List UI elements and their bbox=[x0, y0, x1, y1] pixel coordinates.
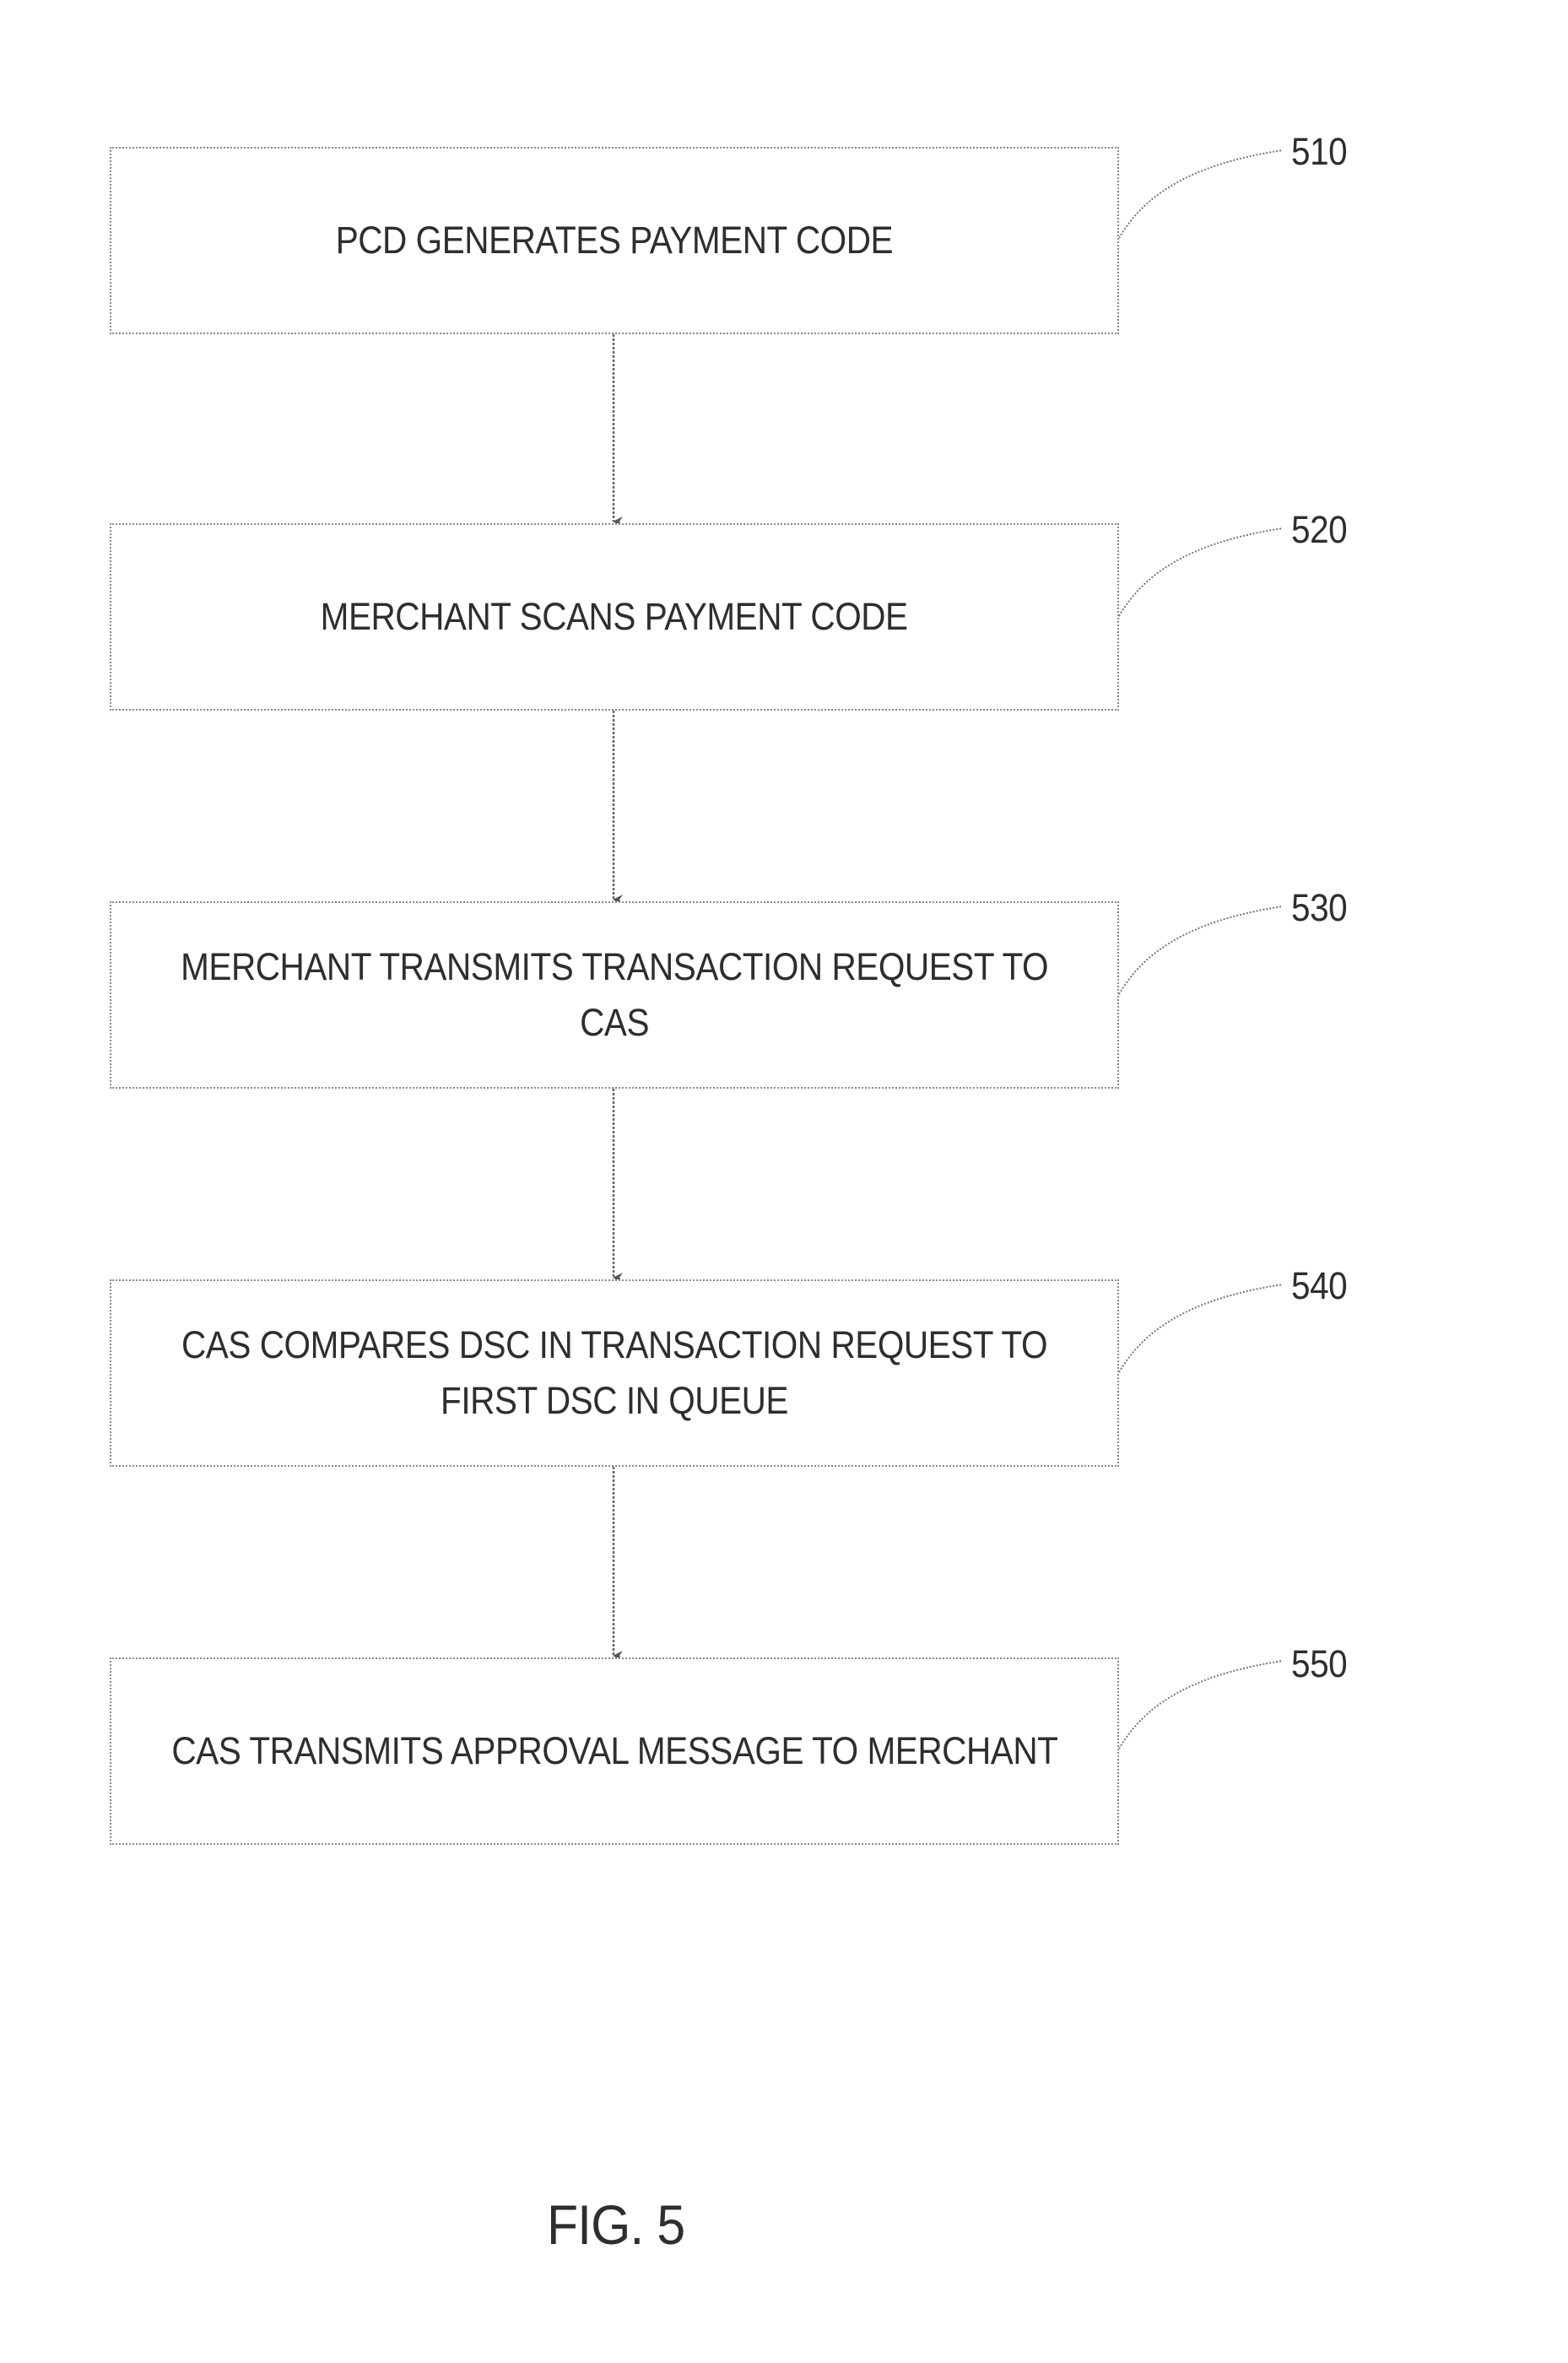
ref-label-510: 510 bbox=[1291, 130, 1347, 174]
step-text-510: PCD GENERATES PAYMENT CODE bbox=[336, 213, 893, 268]
ref-label-550: 550 bbox=[1291, 1642, 1347, 1686]
ref-label-520: 520 bbox=[1291, 508, 1347, 552]
step-box-550: CAS TRANSMITS APPROVAL MESSAGE TO MERCHA… bbox=[110, 1657, 1119, 1845]
step-box-520: MERCHANT SCANS PAYMENT CODE bbox=[110, 523, 1119, 711]
leader-line-510 bbox=[1119, 150, 1283, 238]
step-text-530: MERCHANT TRANSMITS TRANSACTION REQUEST T… bbox=[181, 939, 1048, 1051]
step-text-540: CAS COMPARES DSC IN TRANSACTION REQUEST … bbox=[181, 1317, 1047, 1429]
step-box-540: CAS COMPARES DSC IN TRANSACTION REQUEST … bbox=[110, 1279, 1119, 1467]
ref-label-530: 530 bbox=[1291, 886, 1347, 930]
leader-line-520 bbox=[1119, 528, 1283, 616]
step-text-550: CAS TRANSMITS APPROVAL MESSAGE TO MERCHA… bbox=[171, 1723, 1057, 1779]
step-text-520: MERCHANT SCANS PAYMENT CODE bbox=[321, 589, 908, 645]
figure-caption: FIG. 5 bbox=[547, 2193, 684, 2257]
step-box-530: MERCHANT TRANSMITS TRANSACTION REQUEST T… bbox=[110, 901, 1119, 1089]
ref-label-540: 540 bbox=[1291, 1264, 1347, 1308]
leader-line-540 bbox=[1119, 1284, 1283, 1372]
step-box-510: PCD GENERATES PAYMENT CODE bbox=[110, 147, 1119, 334]
leader-line-530 bbox=[1119, 906, 1283, 994]
leader-line-550 bbox=[1119, 1661, 1283, 1749]
